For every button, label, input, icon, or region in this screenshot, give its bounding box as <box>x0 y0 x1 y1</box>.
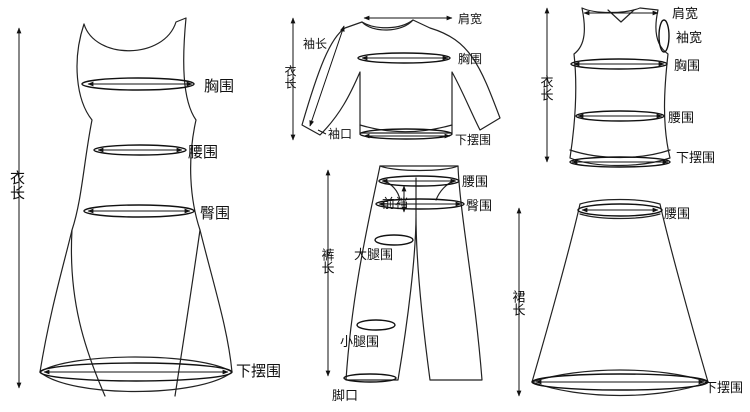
pants-hip-label: 臀围 <box>466 199 492 214</box>
sweater-hem-line <box>359 128 453 140</box>
vest-chest-line <box>570 58 668 70</box>
dress-right-inner-seam <box>174 229 201 397</box>
skirt-waist-label: 腰围 <box>664 207 690 222</box>
dress-bust-line <box>81 77 195 91</box>
vest-hem-line <box>569 156 671 168</box>
dress-length-label: 衣长 <box>8 170 26 200</box>
sweater-hem-label: 下摆围 <box>455 133 491 147</box>
dress-hem-label: 下摆围 <box>236 362 281 380</box>
sweater-chest-line <box>357 52 451 64</box>
pants-length-label: 裤长 <box>319 248 335 274</box>
dress-hem-line <box>39 362 233 382</box>
dress-waist-line <box>93 144 187 156</box>
sweater-chest-label: 胸围 <box>458 51 482 66</box>
pants-hip-line <box>375 198 465 210</box>
dress-hem-inner-curve <box>39 356 233 373</box>
skirt-length-label: 裙长 <box>510 290 526 316</box>
vest-chest-label: 胸围 <box>674 59 700 74</box>
pants-pocket-right <box>435 179 455 201</box>
sweater-diagram: 肩宽 袖长 胸围 衣长 袖口 下摆围 <box>283 11 501 147</box>
pants-leg-opening-label: 脚口 <box>332 388 358 404</box>
pants-calf-label: 小腿围 <box>340 335 379 350</box>
dress-bust-label: 胸围 <box>204 77 234 95</box>
skirt-waist-line <box>577 203 663 217</box>
dress-hip-label: 臀围 <box>200 204 230 222</box>
sweater-sleeve-label: 袖长 <box>303 36 327 51</box>
vest-armhole-line <box>658 19 670 53</box>
pants-thigh-line <box>374 234 414 246</box>
pants-diagram: 腰围 前裆 臀围 裤长 大腿围 小腿围 脚口 <box>319 165 492 404</box>
dress-left-inner-seam <box>70 229 106 397</box>
skirt-outline <box>531 198 709 397</box>
sweater-hem-band <box>359 124 453 133</box>
vest-shoulder-label: 肩宽 <box>672 6 698 22</box>
vest-armhole-label: 袖宽 <box>676 30 702 46</box>
vest-outline <box>569 7 671 167</box>
skirt-diagram: 腰围 裙长 下摆围 <box>510 198 743 397</box>
pants-thigh-label: 大腿围 <box>354 248 393 263</box>
sweater-shoulder-label: 肩宽 <box>458 11 482 26</box>
sweater-outline <box>301 19 501 136</box>
sweater-neckline <box>361 19 414 31</box>
sweater-cuff-label: 袖口 <box>328 126 352 141</box>
pants-waist-line <box>378 175 460 187</box>
pants-waistband <box>379 165 459 172</box>
pants-waist-label: 腰围 <box>462 175 488 190</box>
dress-diagram: 胸围 腰围 臀围 下摆围 衣长 <box>8 17 281 397</box>
dress-hip-line <box>83 204 195 218</box>
vest-hem-label: 下摆围 <box>676 151 715 166</box>
skirt-hem-label: 下摆围 <box>704 381 743 396</box>
vest-diagram: 肩宽 袖宽 胸围 衣长 腰围 下摆围 <box>538 6 715 168</box>
pants-calf-line <box>356 319 396 331</box>
vest-length-label: 衣长 <box>538 74 554 101</box>
pants-rise-label: 前裆 <box>382 196 408 212</box>
sweater-length-label: 衣长 <box>283 64 297 89</box>
vest-waist-label: 腰围 <box>668 111 694 126</box>
vest-waist-line <box>575 110 665 122</box>
dress-waist-label: 腰围 <box>188 143 218 161</box>
sweater-sleeve-arrow <box>309 25 345 127</box>
skirt-hem-line <box>531 373 709 391</box>
sweater-cuff-marker <box>317 129 327 135</box>
skirt-waistband <box>579 213 661 220</box>
pants-leg-opening-line <box>343 373 397 383</box>
